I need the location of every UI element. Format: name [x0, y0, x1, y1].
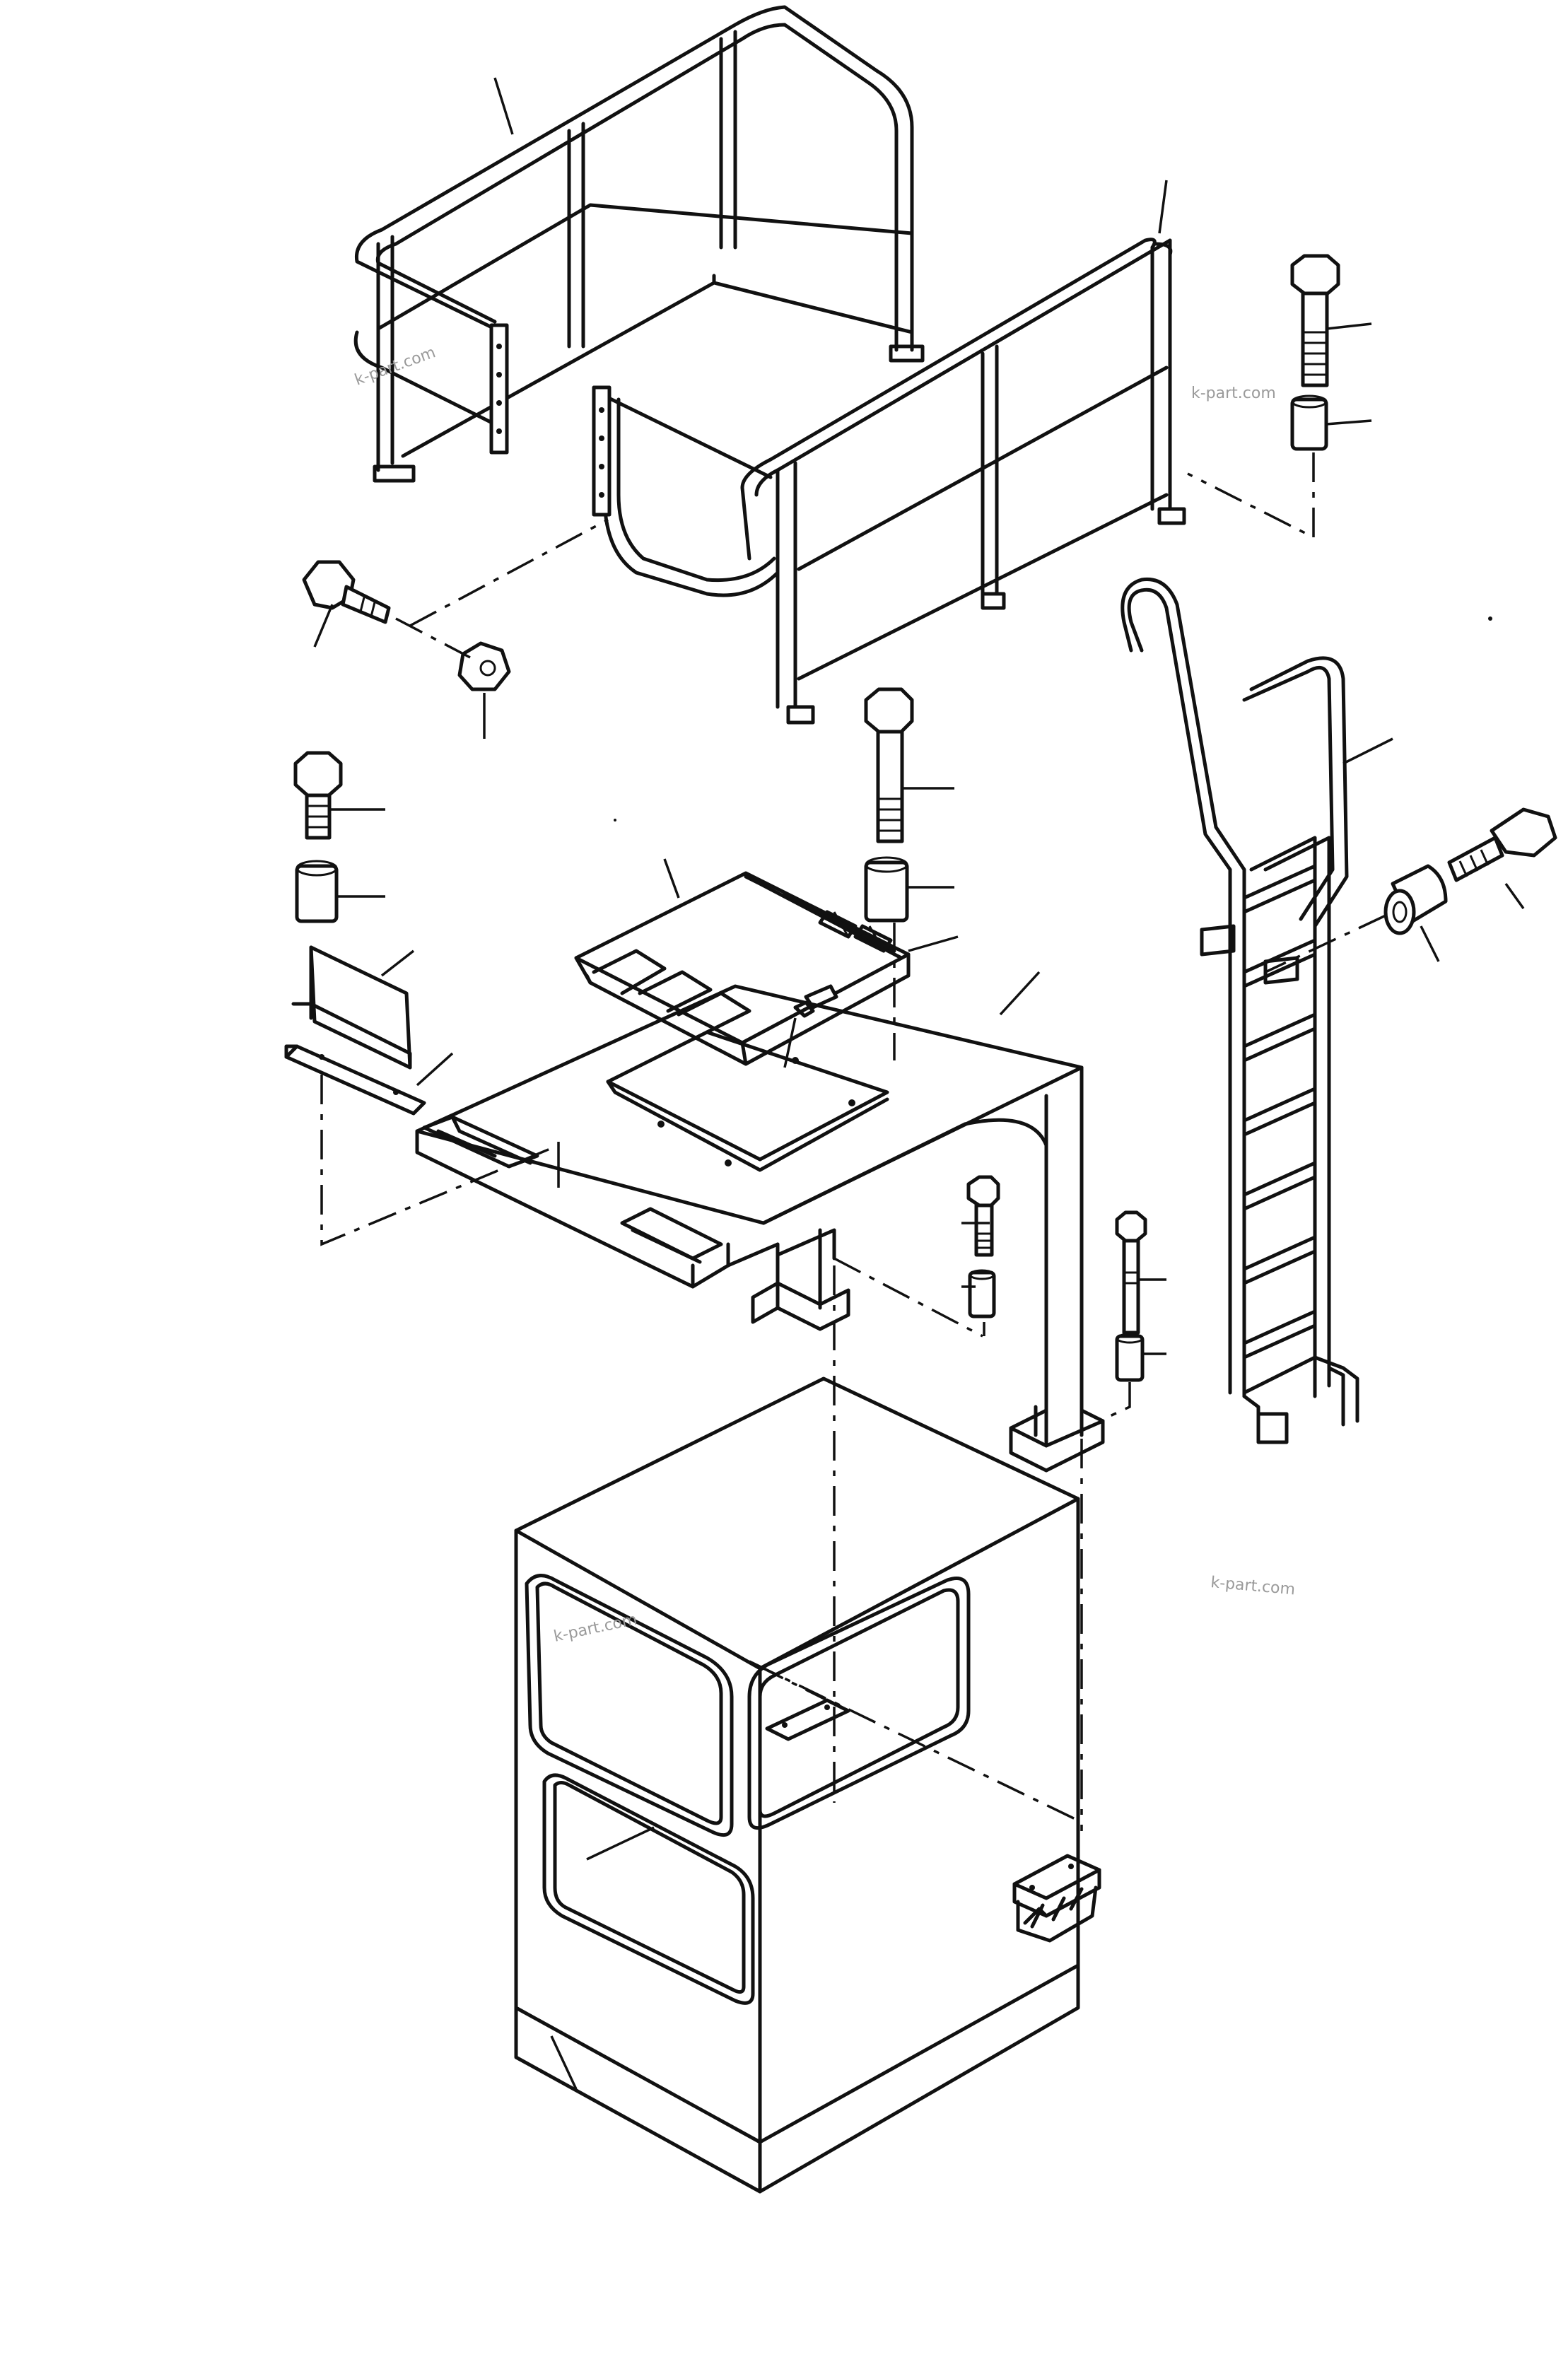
watermark-4: k-part.com: [552, 1611, 638, 1646]
spacer-top-right: [1290, 394, 1372, 451]
nut-left-mid: [457, 641, 511, 739]
watermark-1: k-part.com: [353, 344, 438, 389]
cross-plate: [574, 858, 959, 1068]
spacer-right-small: [1115, 1333, 1166, 1382]
bolt-center: [864, 687, 954, 843]
spacer-mid-small: [961, 1269, 996, 1318]
watermark-2: k-part.com: [1191, 385, 1276, 402]
bolt-mid-small: [961, 1175, 1000, 1257]
bolt-top-right: [1290, 254, 1372, 387]
spacer-ladder: [1383, 864, 1448, 962]
bolt-ladder: [1447, 807, 1557, 910]
bolt-left-lower: [293, 751, 385, 840]
platform-frame: [415, 971, 1105, 1473]
cab: [514, 1376, 1080, 2194]
handrail-left: [353, 5, 925, 483]
bolt-right-small: [1115, 1210, 1166, 1335]
mounting-plate: [1012, 1854, 1101, 1980]
handrail-right: [592, 238, 1186, 725]
ladder: [1121, 577, 1393, 1444]
spacer-left-lower: [295, 860, 385, 923]
watermark-3: k-part.com: [1210, 1574, 1296, 1598]
step-bracket-left: [284, 945, 454, 1116]
spacer-center: [864, 856, 954, 923]
bolt-left-mid: [302, 560, 391, 648]
